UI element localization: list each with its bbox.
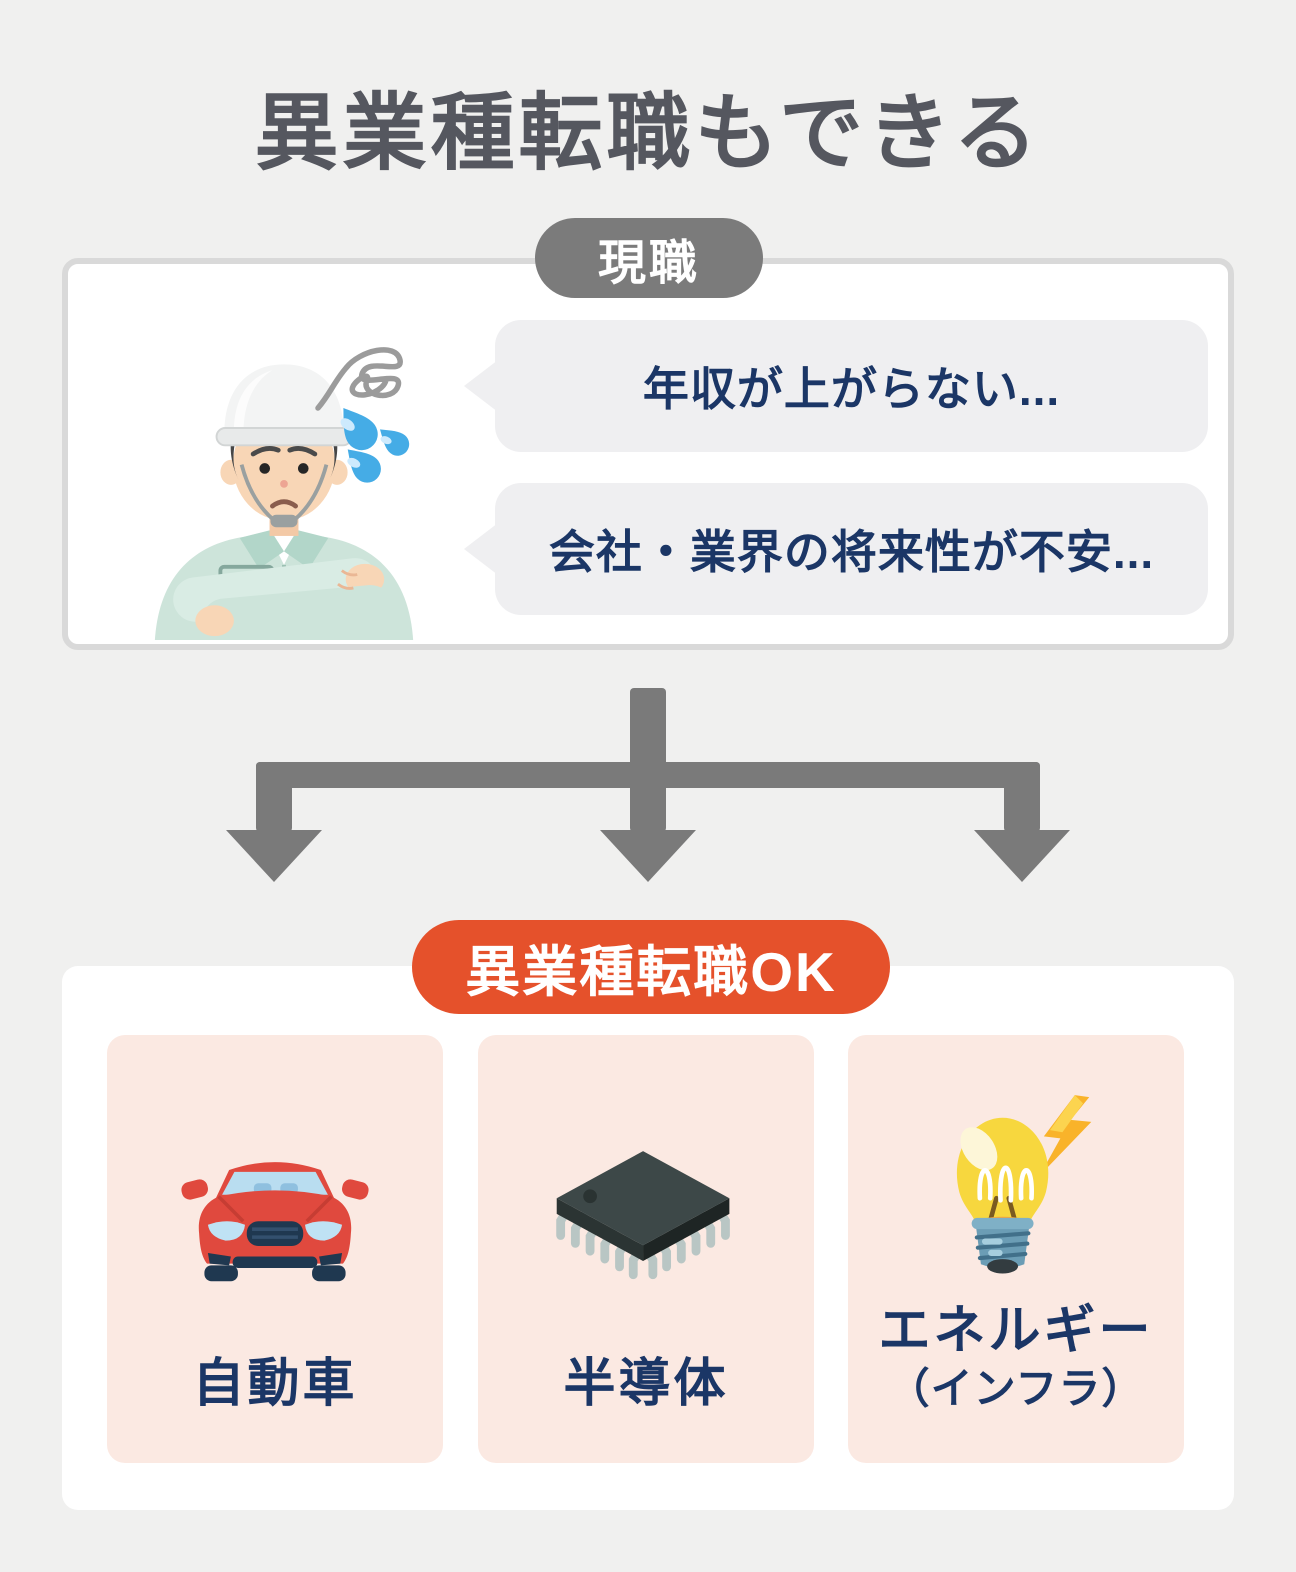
industry-label-energy-main: エネルギー: [878, 1302, 1154, 1360]
industry-label-semiconductor: 半導体: [563, 1355, 729, 1413]
worker-icon: [138, 322, 430, 643]
industry-label-automobile: 自動車: [192, 1355, 358, 1413]
current-job-badge: 現職: [535, 218, 763, 298]
industry-card-automobile: 自動車: [107, 1035, 443, 1463]
industry-label-energy-sub: （インフラ）: [887, 1365, 1145, 1413]
sweat-drops-icon: [328, 402, 412, 486]
semiconductor-chip-icon: [543, 1135, 749, 1283]
confusion-scribble-icon: [312, 332, 412, 416]
speech-bubble-salary: 年収が上がらない...: [464, 320, 1208, 452]
current-job-badge-label: 現職: [597, 237, 700, 290]
speech-bubble-future: 会社・業界の将来性が不安...: [464, 483, 1208, 615]
lightning-bolt-icon: [1039, 1095, 1092, 1176]
light-bulb-icon: [928, 1093, 1104, 1289]
speech-bubble-future-text: 会社・業界の将来性が不安...: [548, 526, 1155, 578]
car-icon: [177, 1133, 373, 1283]
industry-card-energy: エネルギー （インフラ）: [848, 1035, 1184, 1463]
industry-card-semiconductor: 半導体: [478, 1035, 814, 1463]
page-title: 異業種転職もできる: [254, 86, 1042, 180]
three-way-split-arrow-icon: [224, 686, 1072, 886]
result-badge-label: 異業種転職OK: [465, 941, 837, 1003]
speech-bubble-salary-text: 年収が上がらない...: [642, 363, 1061, 415]
industry-label-energy: エネルギー （インフラ）: [848, 1299, 1184, 1416]
result-badge: 異業種転職OK: [412, 920, 890, 1014]
industries-card: 自動車: [62, 966, 1234, 1510]
